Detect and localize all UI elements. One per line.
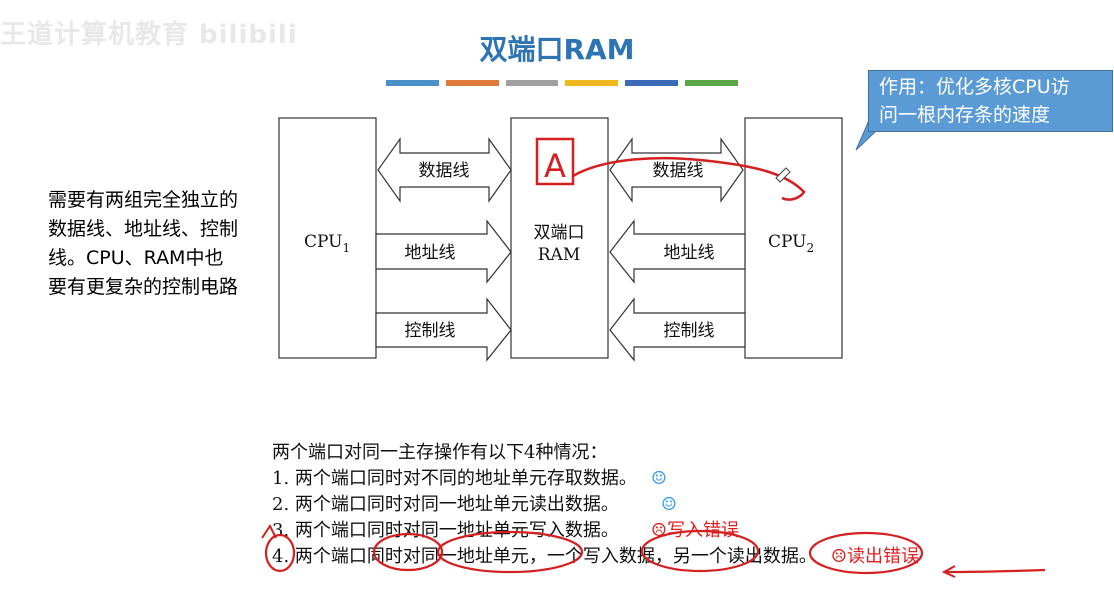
cases-text-block: 两个端口对同一主存操作有以下4种情况： 1. 两个端口同时对不同的地址单元存取数… bbox=[272, 440, 919, 570]
left-address-bus-arrow bbox=[375, 219, 512, 284]
left-control-bus-arrow bbox=[375, 297, 512, 362]
callout-box: 作用：优化多核CPU访 问一根内存条的速度 bbox=[868, 70, 1113, 132]
accent-bar bbox=[625, 80, 679, 86]
smile-icon: ☺ bbox=[660, 494, 678, 515]
case-text: 4. 两个端口同时对同一地址单元，一个写入数据，另一个读出数据。 bbox=[272, 546, 817, 567]
accent-bar bbox=[505, 80, 559, 86]
left-note: 需要有两组完全独立的数据线、地址线、控制线。CPU、RAM中也要有更复杂的控制电… bbox=[48, 189, 239, 298]
watermark: 王道计算机教育 bilibili bbox=[0, 20, 298, 50]
right-data-bus-label: 数据线 bbox=[653, 161, 704, 181]
frown-icon: ☹ bbox=[650, 520, 668, 541]
callout-line: 作用：优化多核CPU访 bbox=[879, 76, 1070, 98]
cpu1-label: CPU1 bbox=[304, 232, 350, 255]
ram-label-line2: RAM bbox=[538, 245, 580, 265]
right-control-bus-label: 控制线 bbox=[664, 321, 715, 341]
case-item: 1. 两个端口同时对不同的地址单元存取数据。 ☺ bbox=[272, 466, 919, 492]
accent-bar bbox=[565, 80, 619, 86]
left-address-bus-label: 地址线 bbox=[405, 243, 456, 263]
ram-label-line1: 双端口 bbox=[534, 223, 585, 243]
right-address-bus-label: 地址线 bbox=[664, 243, 715, 263]
accent-bar bbox=[685, 80, 738, 86]
case-text: 3. 两个端口同时对同一地址单元写入数据。 bbox=[272, 520, 619, 541]
error-label: 读出错误 bbox=[847, 546, 920, 567]
case-text: 1. 两个端口同时对不同的地址单元存取数据。 bbox=[272, 468, 637, 489]
case-item: 3. 两个端口同时对同一地址单元写入数据。 ☹写入错误 bbox=[272, 518, 919, 544]
case-item: 2. 两个端口同时对同一地址单元读出数据。 ☺ bbox=[272, 492, 919, 518]
handwritten-curve bbox=[572, 156, 806, 201]
left-data-bus-label: 数据线 bbox=[419, 161, 470, 181]
case-text: 2. 两个端口同时对同一地址单元读出数据。 bbox=[272, 494, 619, 515]
cases-intro: 两个端口对同一主存操作有以下4种情况： bbox=[272, 442, 608, 463]
cpu2-label: CPU2 bbox=[768, 232, 814, 255]
handwritten-letter: A bbox=[544, 147, 566, 185]
frown-icon: ☹ bbox=[830, 546, 848, 567]
callout-line: 问一根内存条的速度 bbox=[879, 104, 1051, 126]
left-control-bus-label: 控制线 bbox=[405, 321, 456, 341]
accent-bar bbox=[445, 80, 499, 86]
handwritten-box bbox=[535, 137, 575, 186]
error-label: 写入错误 bbox=[667, 520, 740, 541]
case-item: 4. 两个端口同时对同一地址单元，一个写入数据，另一个读出数据。 ☹读出错误 bbox=[272, 544, 919, 570]
accent-bar-strip bbox=[386, 80, 738, 86]
right-control-bus-arrow bbox=[609, 297, 746, 362]
right-data-bus-arrow bbox=[609, 137, 744, 203]
smile-icon: ☺ bbox=[650, 468, 668, 489]
right-address-bus-arrow bbox=[609, 219, 746, 284]
left-data-bus-arrow bbox=[377, 137, 512, 203]
slide-title: 双端口RAM bbox=[479, 33, 635, 66]
accent-bar bbox=[386, 80, 439, 86]
cpu2-box bbox=[744, 117, 843, 359]
pencil-cursor-icon bbox=[775, 167, 791, 183]
cpu1-box bbox=[278, 117, 377, 359]
ram-box bbox=[510, 117, 609, 359]
